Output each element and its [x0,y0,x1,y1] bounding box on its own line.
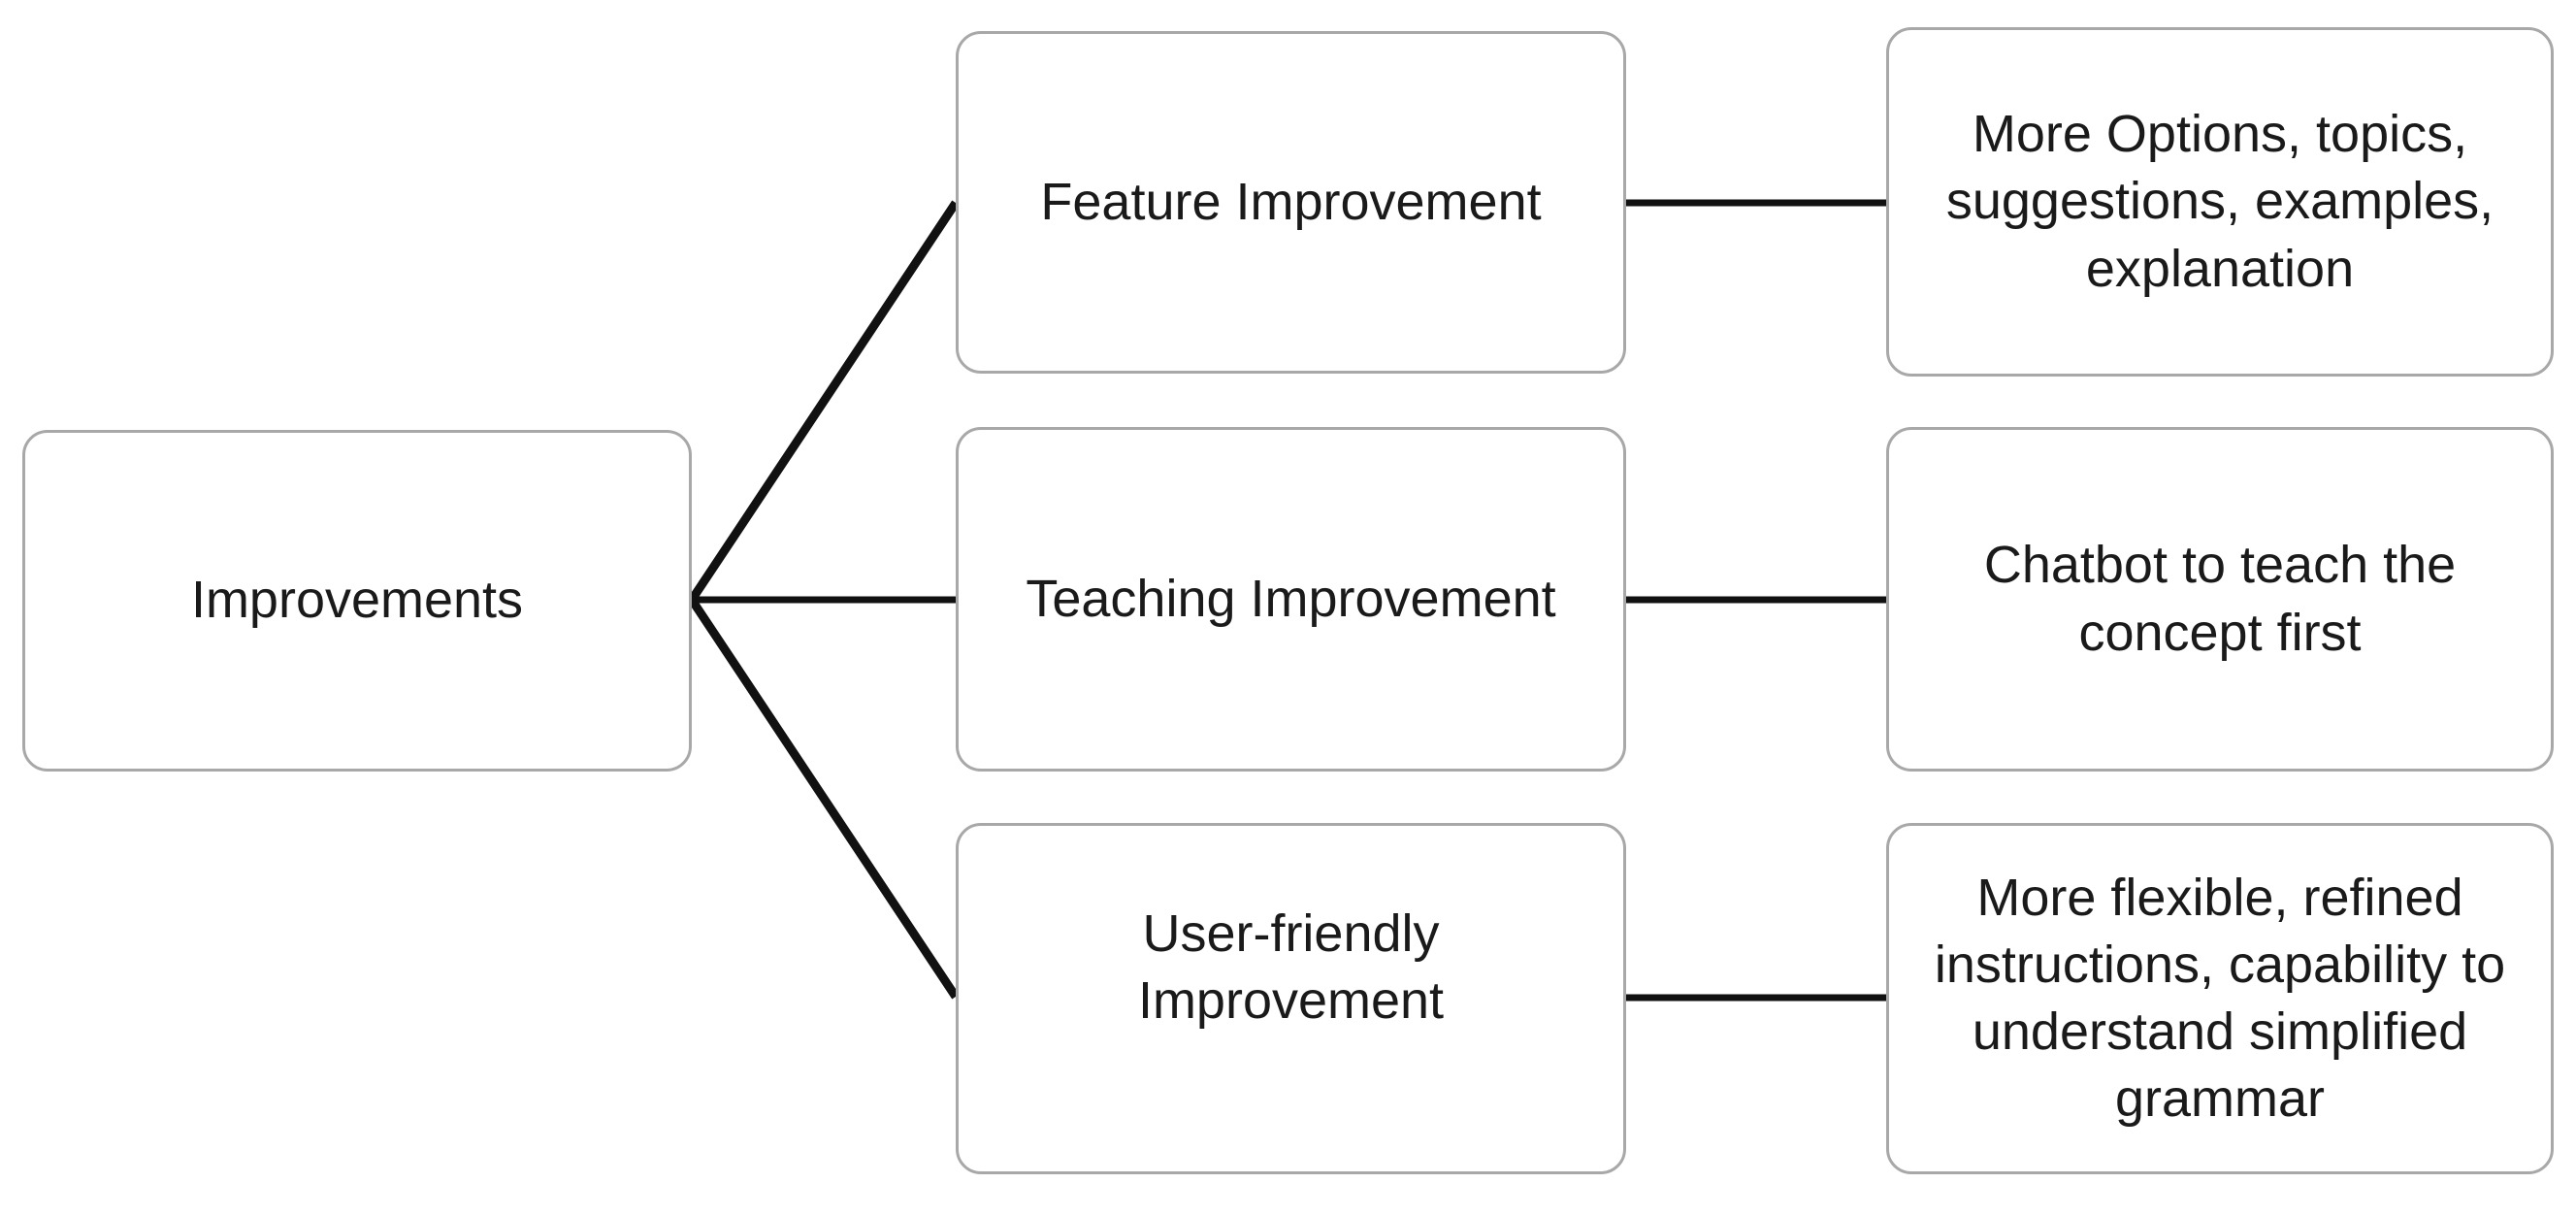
connector-root-to-userfriendly [688,597,960,1000]
node-improvements-label: Improvements [190,571,524,630]
node-feature-improvement-label: Feature Improvement [1040,172,1542,231]
node-user-friendly-improvement-label: User-friendly Improvement [1137,904,1445,1030]
node-teaching-improvement-label: Teaching Improvement [1026,569,1556,628]
node-feature-improvement-detail-label: More Options, topics, suggestions, examp… [1945,105,2494,298]
node-teaching-improvement[interactable]: Teaching Improvement [956,427,1626,772]
connector-root-to-feature [688,200,960,603]
node-improvements[interactable]: Improvements [22,430,692,772]
node-teaching-improvement-detail-label: Chatbot to teach the concept first [1983,536,2457,662]
node-teaching-improvement-detail[interactable]: Chatbot to teach the concept first [1886,427,2554,772]
node-feature-improvement-detail[interactable]: More Options, topics, suggestions, examp… [1886,27,2554,377]
node-user-friendly-improvement-detail[interactable]: More flexible, refined instructions, cap… [1886,823,2554,1174]
node-user-friendly-improvement-detail-label: More flexible, refined instructions, cap… [1934,868,2506,1129]
node-user-friendly-improvement[interactable]: User-friendly Improvement [956,823,1626,1174]
node-feature-improvement[interactable]: Feature Improvement [956,31,1626,374]
